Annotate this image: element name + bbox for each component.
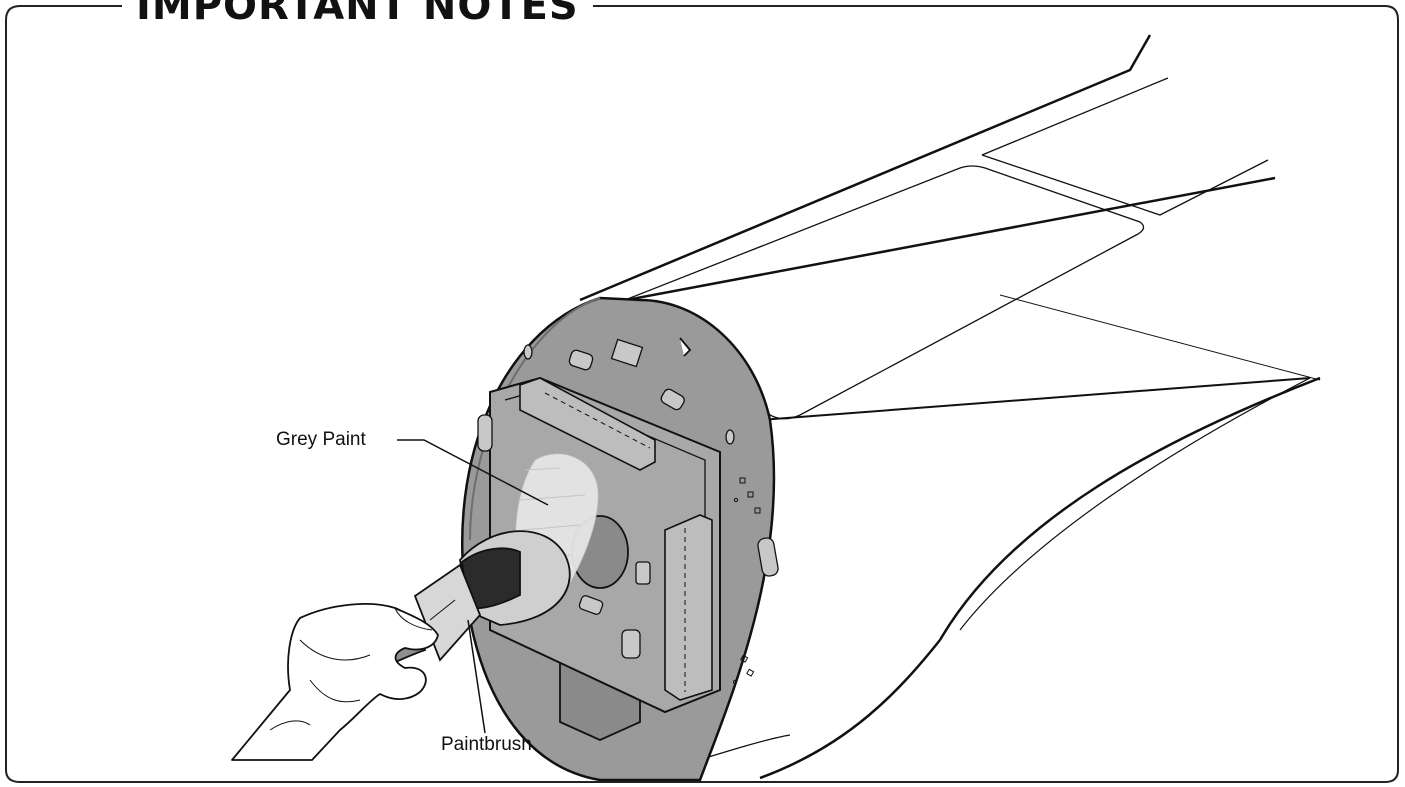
page-title: IMPORTANT NOTES [122,0,593,26]
hatch-lines [624,77,1321,420]
callout-grey-paint: Grey Paint [276,429,366,450]
leader-lines [397,439,549,734]
hand-drawing [231,603,439,761]
fuselage [579,34,1321,780]
frame-border [5,5,1399,783]
leader-grey-paint [397,439,549,506]
leader-paintbrush [467,619,486,734]
callout-paintbrush: Paintbrush [441,734,532,755]
